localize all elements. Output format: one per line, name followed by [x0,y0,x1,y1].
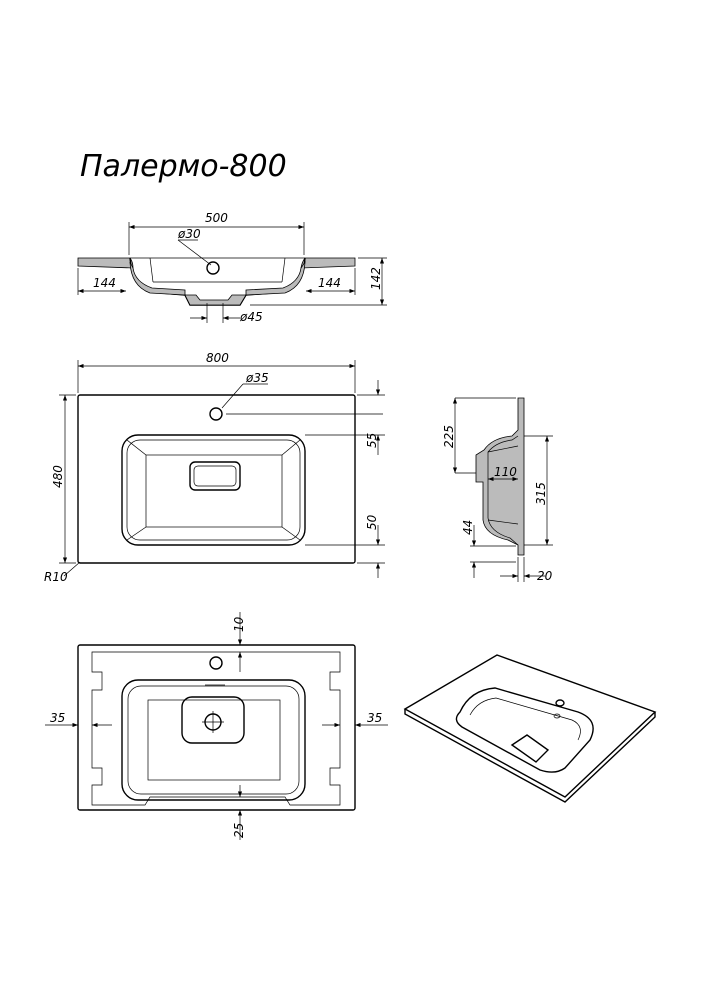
isometric-view [403,654,657,803]
dim-drain-height: 225 [442,425,456,448]
dim-drain-depth: 110 [494,465,517,479]
top-view: 800 ø35 480 55 50 R10 [44,351,385,584]
dim-hole-diameter: ø30 [177,227,201,241]
side-section-view: 225 110 315 44 20 [442,397,553,583]
dim-height: 142 [369,267,383,290]
dim-left-rim: 144 [93,276,116,290]
dim-right-rim: 144 [318,276,341,290]
dim-top-offset: 10 [232,616,246,632]
front-section-view: 500 ø30 144 144 142 ø45 [77,211,387,324]
dim-thickness: 20 [537,569,553,583]
dim-front-offset: 50 [365,514,379,530]
dim-hole-diameter-top: ø35 [245,371,269,385]
dim-depth: 480 [51,465,65,488]
dim-drain-diameter: ø45 [239,310,263,324]
dim-hole-offset: 55 [365,433,379,448]
dim-front-lip: 44 [461,520,475,535]
dim-width: 800 [206,351,229,365]
dim-corner-radius: R10 [44,570,68,584]
dim-bowl-width: 500 [205,211,228,225]
faucet-hole-icon [206,261,220,275]
dim-left-offset: 35 [50,711,65,725]
bottom-view: 10 35 35 25 [45,612,388,840]
dim-right-offset: 35 [367,711,382,725]
dim-bowl-height: 315 [534,482,548,505]
product-title: Палермо-800 [80,149,287,184]
dim-bottom-offset: 25 [232,823,246,838]
